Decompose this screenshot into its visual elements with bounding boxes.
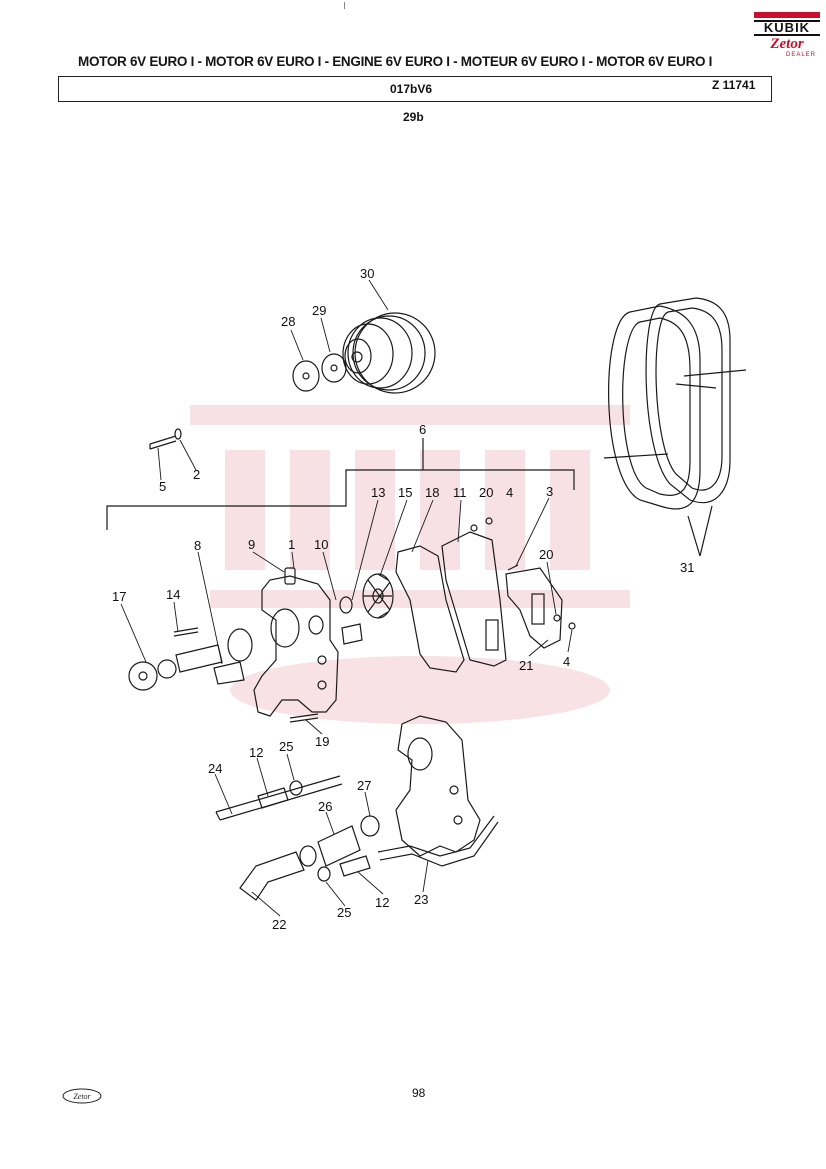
water-pump-housing: [253, 567, 339, 717]
callout-1: 1: [288, 537, 295, 552]
callout-5: 5: [159, 479, 166, 494]
leader-lines: [120, 279, 573, 917]
clamp-27-part: [360, 815, 380, 837]
callout-27: 27: [357, 778, 371, 793]
callout-26: 26: [318, 799, 332, 814]
callout-21: 21: [519, 658, 533, 673]
callout-12-top: 12: [249, 745, 263, 760]
callout-10: 10: [314, 537, 328, 552]
page-header-title: MOTOR 6V EURO I - MOTOR 6V EURO I - ENGI…: [78, 54, 713, 69]
callout-28: 28: [281, 314, 295, 329]
belt-part: [603, 297, 747, 557]
reference-code: 017bV6: [390, 82, 433, 96]
callout-20-right: 20: [539, 547, 553, 562]
callout-19: 19: [315, 734, 329, 749]
pump-cover-part: [441, 531, 507, 667]
tube-12-part: [257, 780, 303, 809]
pulley-part: [342, 312, 436, 394]
callout-29: 29: [312, 303, 326, 318]
callout-11: 11: [453, 485, 467, 500]
callout-2: 2: [193, 467, 200, 482]
zetor-oval-icon: Zetor: [62, 1088, 102, 1104]
impeller-part: [362, 573, 394, 619]
seal-part: [339, 596, 363, 645]
callout-14: 14: [166, 587, 180, 602]
reference-id: Z 11741: [712, 78, 756, 92]
flange-part: [321, 353, 347, 383]
reference-box: [58, 76, 772, 102]
callout-25-top: 25: [279, 739, 293, 754]
group-bracket: [106, 469, 575, 530]
logo-dealer-word: DEALER: [785, 52, 816, 58]
hub-flange-part: [128, 659, 177, 691]
shaft-part: [175, 628, 253, 685]
tube-12-lower-part: [339, 855, 371, 877]
callout-labels: 30 28 29 6 5 2 13 15 18 11 20 4 3 8 9 1 …: [112, 266, 694, 932]
hose-23-part: [377, 815, 499, 867]
callout-24: 24: [208, 761, 222, 776]
dealer-logo: KUBIK Zetor DEALER: [754, 12, 820, 58]
page-number: 98: [412, 1086, 426, 1100]
callout-6: 6: [419, 422, 426, 437]
top-tick-mark: [344, 2, 345, 9]
callout-31: 31: [680, 560, 694, 575]
callout-18: 18: [425, 485, 439, 500]
hose-26-part: [299, 825, 361, 867]
callout-4-top: 4: [506, 485, 513, 500]
callout-30: 30: [360, 266, 374, 281]
callout-4-right: 4: [563, 654, 570, 669]
callout-23: 23: [414, 892, 428, 907]
clamp-25-lower-part: [317, 866, 331, 882]
callout-12-bottom: 12: [375, 895, 389, 910]
callout-13: 13: [371, 485, 385, 500]
gasket-part: [395, 545, 465, 673]
figure-number: 29b: [403, 110, 424, 124]
logo-kubik-word: KUBIK: [754, 20, 820, 36]
footer-zetor-logo: Zetor: [62, 1088, 102, 1104]
watermark: [190, 405, 630, 724]
callout-9: 9: [248, 537, 255, 552]
bolt-part: [149, 428, 182, 450]
footer-logo-word: Zetor: [73, 1092, 91, 1101]
logo-bar: [754, 12, 820, 18]
hose-22-part: [239, 851, 305, 901]
callout-25-bottom: 25: [337, 905, 351, 920]
lower-housing-part: [395, 715, 481, 857]
washer-part: [292, 360, 320, 392]
callout-8: 8: [194, 538, 201, 553]
plate-part: [505, 567, 563, 649]
callout-3: 3: [546, 484, 553, 499]
bolt-19-part: [289, 713, 319, 723]
callout-22: 22: [272, 917, 286, 932]
callout-15: 15: [398, 485, 412, 500]
callout-17: 17: [112, 589, 126, 604]
callout-20-top: 20: [479, 485, 493, 500]
logo-zetor-word: Zetor: [770, 36, 804, 52]
